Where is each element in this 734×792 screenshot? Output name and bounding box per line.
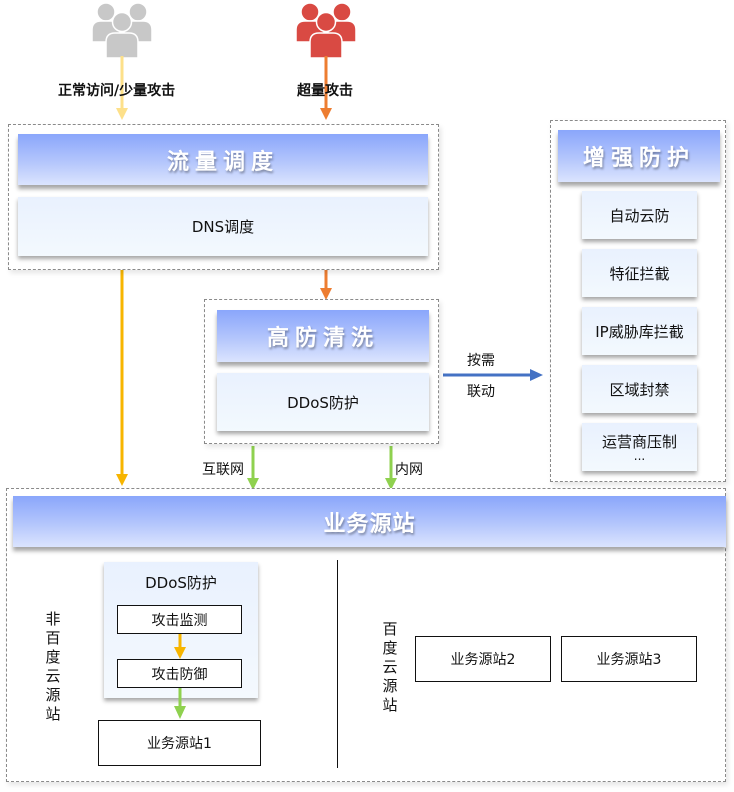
- arrow-linkage: [443, 369, 543, 381]
- label-char: 源: [382, 677, 398, 695]
- origin-site-3: 业务源站3: [561, 636, 697, 682]
- region-ban-item: 区域封禁: [582, 365, 697, 413]
- attack-defense-step: 攻击防御: [117, 659, 242, 688]
- label-char: 度: [382, 639, 398, 657]
- traffic-scheduling-header: 流量调度: [18, 134, 428, 185]
- arrow-dns-to-highdefense: [320, 270, 332, 300]
- non-baidu-origin-label: 非 百 度 云 源 站: [43, 610, 63, 724]
- ip-threat-block-item: IP威胁库拦截: [582, 307, 697, 355]
- attack-users-icon: [294, 0, 358, 59]
- label-char: 云: [45, 667, 61, 685]
- attack-monitoring-step: 攻击监测: [117, 605, 242, 634]
- origin-divider: [337, 560, 338, 768]
- linkage-label-line2: 联动: [467, 384, 495, 400]
- dns-scheduling-box: DNS调度: [18, 197, 428, 256]
- label-char: 百: [45, 629, 61, 647]
- label-char: 非: [45, 610, 61, 628]
- more-ellipsis: ...: [633, 449, 646, 463]
- isp-suppression-label: 运营商压制: [601, 433, 677, 451]
- internet-label: 互联网: [202, 462, 244, 478]
- label-char: 源: [45, 686, 61, 704]
- linkage-label-line1: 按需: [467, 353, 495, 369]
- intranet-label: 内网: [395, 462, 423, 478]
- label-char: 度: [45, 648, 61, 666]
- auto-cloud-defense-item: 自动云防: [582, 191, 697, 239]
- label-char: 站: [45, 705, 61, 723]
- label-char: 站: [382, 696, 398, 714]
- normal-traffic-label: 正常访问/少量攻击: [58, 83, 176, 99]
- high-defense-header: 高防清洗: [217, 310, 429, 362]
- label-char: 百: [382, 620, 398, 638]
- arrow-dns-to-origin: [116, 270, 128, 486]
- origin-header: 业务源站: [13, 496, 726, 547]
- normal-users-icon: [90, 0, 154, 59]
- arrow-internet: [247, 446, 259, 490]
- ddos-protection-box: DDoS防护: [217, 373, 429, 431]
- origin-site-2: 业务源站2: [415, 636, 551, 682]
- signature-block-item: 特征拦截: [582, 249, 697, 297]
- local-ddos-title: DDoS防护: [145, 574, 217, 592]
- baidu-origin-label: 百 度 云 源 站: [380, 620, 400, 715]
- origin-site-1: 业务源站1: [98, 720, 261, 766]
- enhanced-protection-header: 增强防护: [558, 130, 720, 182]
- isp-suppression-item: 运营商压制 ...: [582, 423, 697, 471]
- heavy-attack-label: 超量攻击: [297, 83, 353, 99]
- label-char: 云: [382, 658, 398, 676]
